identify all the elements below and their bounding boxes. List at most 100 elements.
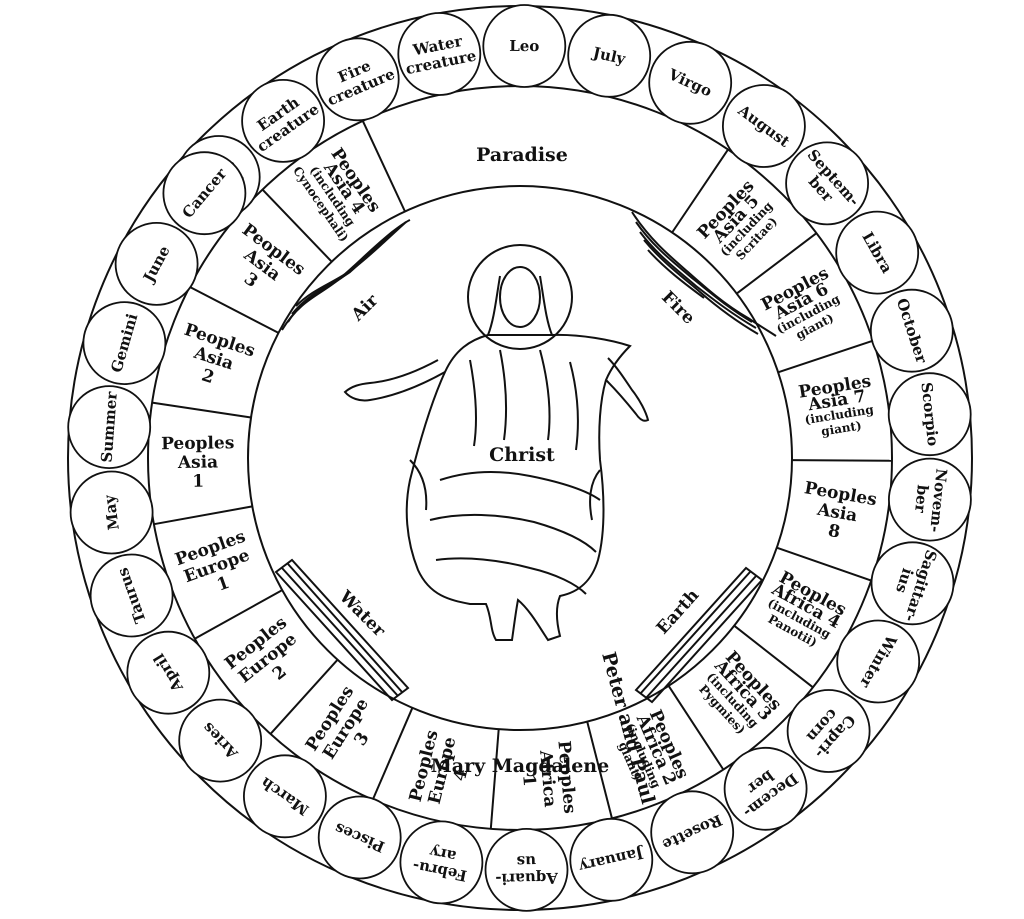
sector-label: 8 — [827, 521, 842, 543]
ring-circle-febru-ary — [399, 820, 484, 905]
ring-item-taurus: Taurus — [89, 553, 174, 638]
ring-item-october: October — [869, 288, 954, 373]
sector-divider — [153, 505, 253, 526]
sector-divider — [586, 721, 613, 819]
ring-circle-watercreature — [397, 12, 482, 96]
ring-item-summer: Summer — [67, 385, 152, 470]
ring-circle-taurus — [89, 553, 174, 638]
ring-item-aries: Aries — [178, 698, 263, 783]
sector-label: Asia — [177, 452, 219, 473]
ring-circle-march — [242, 754, 327, 839]
sector-divider — [371, 707, 414, 800]
ring-item-scorpio: Scorpio — [887, 372, 972, 457]
ring-circle-septem-ber — [785, 141, 869, 226]
ring-circle-firecreature — [315, 37, 400, 122]
ring-circle-gemini — [82, 301, 167, 386]
ring-item-winter: Winter — [836, 619, 921, 704]
water-label: Water — [334, 586, 389, 641]
sector-label: giant) — [820, 418, 862, 438]
ring-circle-summer — [67, 385, 152, 470]
water-band: Water — [274, 558, 410, 702]
sector-label: 1 — [214, 573, 232, 596]
sector-divider — [667, 685, 725, 771]
ring-circle-capri-corn — [786, 689, 871, 773]
ring-label: Summer — [98, 390, 121, 463]
sector-label: Peoples — [161, 433, 234, 454]
sector-divider — [736, 232, 818, 295]
ring-circle-cancer — [162, 151, 247, 236]
fire-band: Fire — [631, 211, 777, 337]
ring-circle-july — [567, 13, 652, 98]
ring-label: us — [517, 852, 537, 870]
sector-divider — [194, 589, 283, 640]
ring-item-gemini: Gemini — [82, 301, 167, 386]
ring-item-aquari-us: Aquari-us — [484, 828, 569, 912]
sector-label: 3 — [240, 269, 261, 292]
ring-item-septem-ber: Septem-ber — [785, 141, 869, 226]
ring-item-decem-ber: Decem-ber — [723, 746, 808, 831]
ring-item-leo: Leo — [482, 4, 567, 88]
sector-divider — [777, 339, 874, 374]
robe — [405, 333, 632, 642]
ring-circle-libra — [835, 210, 920, 295]
ring-item-april: April — [126, 630, 211, 715]
ring-item-may: May — [69, 470, 154, 555]
ring-circle-april — [126, 630, 211, 715]
paradise-label: Paradise — [476, 144, 568, 166]
ring-circle-sagittar-ius — [870, 541, 955, 626]
air-label: Air — [347, 290, 383, 326]
peoples-inner-boundary — [247, 185, 793, 731]
ring-circle-august — [722, 84, 806, 168]
ring-circle-may — [69, 470, 154, 555]
ring-circle-novem-ber — [888, 457, 972, 542]
ring-item-august: August — [722, 84, 806, 168]
ring-item-pisces: Pisces — [317, 795, 402, 880]
ring-circle-october — [869, 288, 954, 373]
fire-label: Fire — [657, 287, 698, 328]
sector-label: 3 — [350, 729, 373, 750]
ring-circle-june — [114, 221, 199, 306]
ring-circle-decem-ber — [723, 746, 808, 831]
halo — [467, 244, 573, 350]
sector-divider — [791, 459, 893, 462]
ring-circle-winter — [836, 619, 921, 704]
ring-circle-earthcreature — [241, 79, 326, 163]
sector-divider — [269, 659, 339, 735]
ring-circle-aquari-us — [484, 828, 569, 912]
ring-item-sagittar-ius: Sagittar-ius — [870, 541, 955, 626]
sector-divider — [261, 188, 333, 263]
sector-divider — [189, 286, 279, 334]
sector-label: Africa — [535, 749, 560, 808]
sector-divider — [151, 401, 252, 419]
christ-label-box — [482, 442, 562, 468]
sector-divider — [776, 546, 872, 582]
ring-label: Leo — [509, 37, 539, 55]
sector-label: 1 — [192, 472, 204, 492]
ring-label: ary — [427, 842, 458, 865]
sector-label: 2 — [199, 365, 216, 388]
sector-divider — [361, 120, 406, 212]
ring-item-june: June — [114, 221, 199, 306]
christ-label: Christ — [489, 444, 555, 466]
ring-item-novem-ber: Novem-ber — [888, 457, 972, 542]
ring-label: ber — [911, 484, 932, 515]
earth-label: Earth — [653, 586, 703, 639]
